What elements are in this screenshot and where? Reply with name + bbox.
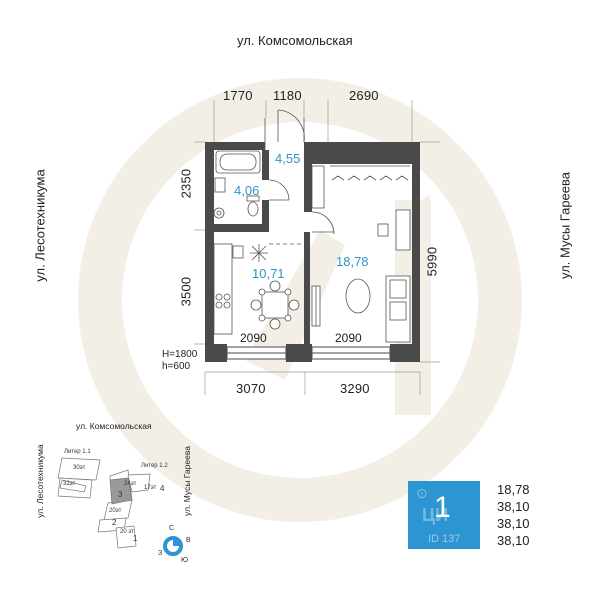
- dim-bottom-2: 3290: [340, 381, 370, 396]
- map-floors-30: 30эт: [73, 465, 86, 471]
- map-section-4: 4: [160, 484, 165, 493]
- compass-south: Ю: [181, 557, 189, 564]
- map-floors-20b: 20 эт: [120, 529, 135, 535]
- location-pin-icon: ⊙: [416, 485, 428, 501]
- compass-north: С: [169, 525, 175, 532]
- bathroom-area: 4,06: [234, 183, 260, 198]
- map-section-2: 2: [112, 518, 117, 527]
- area-total-2: 38,10: [497, 516, 530, 531]
- window-height: H=1800: [162, 349, 198, 360]
- living-area: 18,78: [336, 254, 369, 269]
- badge-watermark: ЦИ: [422, 505, 449, 525]
- window-sill: h=600: [162, 361, 191, 372]
- map-floors-20a: 20эт: [109, 508, 122, 514]
- area-living: 18,78: [497, 482, 530, 497]
- map-floors-24: 24эт: [124, 481, 137, 487]
- street-top-label: ул. Комсомольская: [237, 33, 353, 48]
- compass-east: В: [186, 537, 191, 544]
- map-street-left: ул. Лесотехникума: [35, 444, 45, 518]
- badge-id: ID 137: [428, 533, 461, 545]
- area-list: 18,78 38,10 38,10 38,10: [497, 481, 530, 549]
- dim-top-3: 2690: [349, 88, 379, 103]
- dim-top-1: 1770: [223, 88, 253, 103]
- map-liter-1-2: Литер 1.2: [141, 463, 168, 469]
- hall-area: 4,55: [275, 151, 301, 166]
- compass-west: З: [158, 550, 163, 557]
- inner-dim-kitchen: 2090: [240, 331, 267, 345]
- map-liter-1-1: Литер 1.1: [64, 449, 91, 455]
- area-total-1: 38,10: [497, 499, 530, 514]
- map-street-top: ул. Комсомольская: [76, 421, 152, 431]
- area-total-3: 38,10: [497, 533, 530, 548]
- inner-dim-living: 2090: [335, 331, 362, 345]
- kitchen-area: 10,71: [252, 266, 285, 281]
- map-floors-17: 17эт: [144, 485, 157, 491]
- map-section-3: 3: [118, 490, 123, 499]
- room-count-badge: ⊙ ЦИ 1 ID 137: [408, 481, 480, 549]
- map-street-right: ул. Мусы Гареева: [182, 446, 192, 516]
- dim-top-2: 1180: [273, 88, 302, 103]
- dim-bottom-1: 3070: [236, 381, 266, 396]
- map-section-1: 1: [133, 534, 138, 543]
- badge-room-count: 1: [434, 491, 451, 524]
- map-floors-32: 32эт: [63, 481, 76, 487]
